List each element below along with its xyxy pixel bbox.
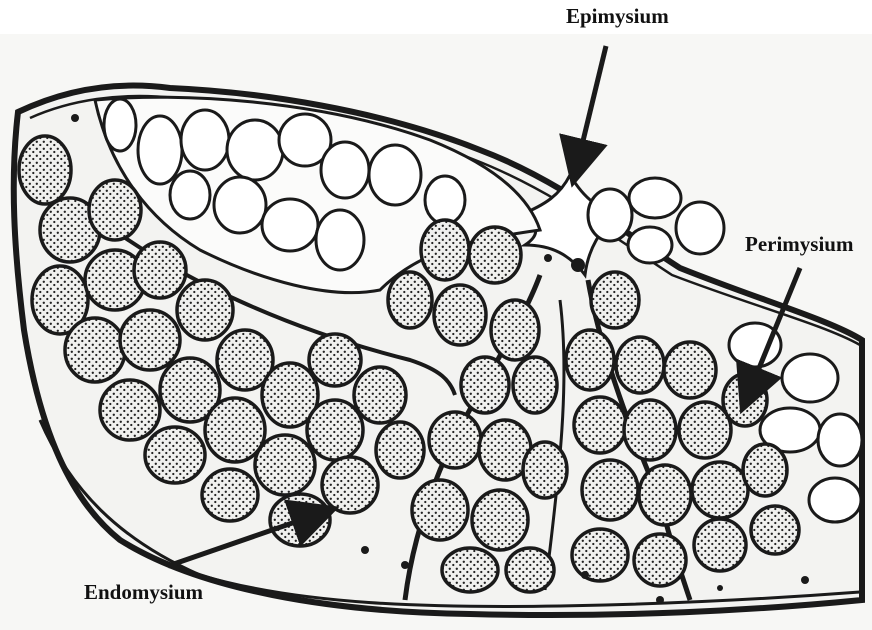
- label-perimysium: Perimysium: [745, 232, 853, 257]
- label-endomysium: Endomysium: [84, 580, 203, 605]
- label-epimysium: Epimysium: [566, 4, 669, 29]
